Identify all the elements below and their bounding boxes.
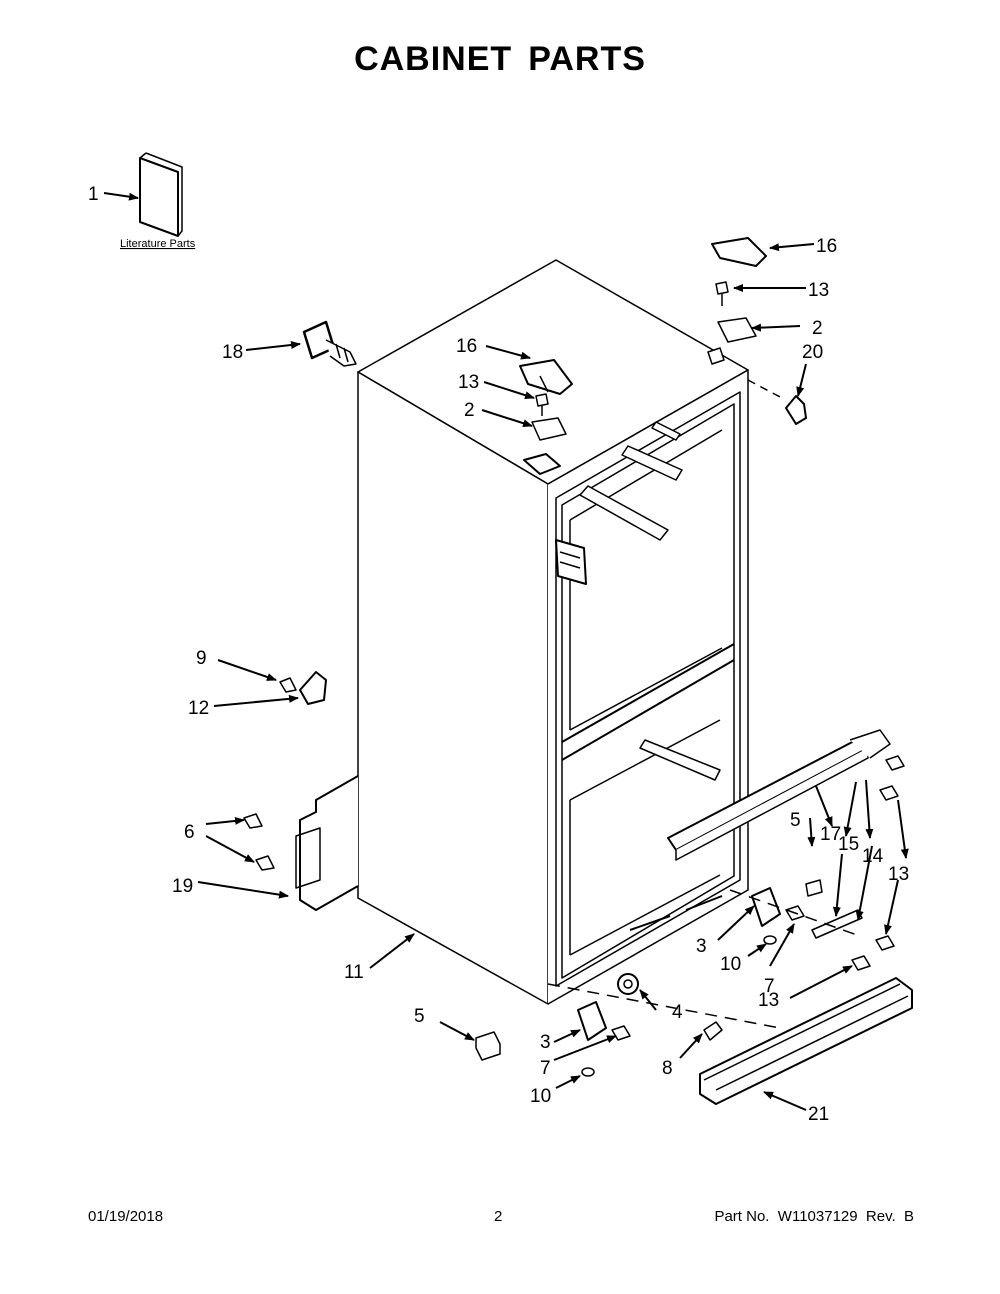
screws-right bbox=[811, 755, 905, 971]
title-word-cabinet: CABINET bbox=[354, 40, 513, 78]
title-word-parts: PARTS bbox=[528, 40, 646, 78]
callout-12: 12 bbox=[188, 698, 209, 719]
callout-3-right: 3 bbox=[696, 936, 707, 957]
callout-16-center: 16 bbox=[456, 336, 477, 357]
callout-5-right: 5 bbox=[790, 810, 801, 831]
footer-page-number: 2 bbox=[494, 1208, 503, 1225]
callout-7-right: 7 bbox=[764, 976, 775, 997]
top-hinge-center bbox=[519, 359, 573, 475]
front-rail-part-17 bbox=[667, 729, 891, 861]
callout-13-right: 13 bbox=[888, 864, 909, 885]
footer-date: 01/19/2018 bbox=[88, 1208, 164, 1225]
base-grille-part-21 bbox=[699, 977, 913, 1105]
callout-14: 14 bbox=[862, 846, 884, 867]
callout-1: 1 bbox=[88, 184, 99, 205]
callout-20: 20 bbox=[802, 342, 823, 363]
callout-16-top-right: 16 bbox=[816, 236, 837, 257]
callout-2-top-right: 2 bbox=[812, 318, 823, 339]
clip-part-8 bbox=[703, 1021, 723, 1041]
callout-11: 11 bbox=[344, 962, 364, 983]
mounting-plate-part-19 bbox=[243, 775, 359, 911]
callout-15: 15 bbox=[838, 834, 859, 855]
callout-5-bottom: 5 bbox=[414, 1006, 425, 1027]
page-title: CABINET PARTS bbox=[0, 40, 1000, 79]
callout-7-bottom: 7 bbox=[540, 1058, 551, 1079]
callout-18: 18 bbox=[222, 342, 243, 363]
leveling-assembly-right bbox=[751, 879, 823, 945]
roller-part-4 bbox=[617, 973, 639, 995]
callout-10-right: 10 bbox=[720, 954, 741, 975]
callout-21: 21 bbox=[808, 1104, 829, 1125]
spacer-part-5-bottom bbox=[475, 1031, 501, 1061]
callout-3-bottom: 3 bbox=[540, 1032, 551, 1053]
footer-part-number: Part No. W11037129 Rev. B bbox=[714, 1208, 914, 1225]
callout-13-bottom: 13 bbox=[758, 990, 779, 1011]
fitting-part-18 bbox=[302, 320, 357, 367]
callout-4: 4 bbox=[672, 1002, 683, 1023]
literature-parts-label: Literature Parts bbox=[120, 238, 196, 250]
callout-8: 8 bbox=[662, 1058, 673, 1079]
bracket-part-12 bbox=[279, 671, 327, 705]
callout-13-top-right: 13 bbox=[808, 280, 829, 301]
callout-19: 19 bbox=[172, 876, 193, 897]
top-hinge-right bbox=[707, 237, 807, 425]
leveling-assembly-bottom bbox=[577, 1001, 631, 1077]
callout-17: 17 bbox=[820, 824, 841, 845]
callout-13-center: 13 bbox=[458, 372, 479, 393]
literature-booklet bbox=[139, 152, 183, 237]
callout-6: 6 bbox=[184, 822, 195, 843]
callout-2-center: 2 bbox=[464, 400, 475, 421]
callout-10-bottom: 10 bbox=[530, 1086, 551, 1107]
callout-9: 9 bbox=[196, 648, 207, 669]
